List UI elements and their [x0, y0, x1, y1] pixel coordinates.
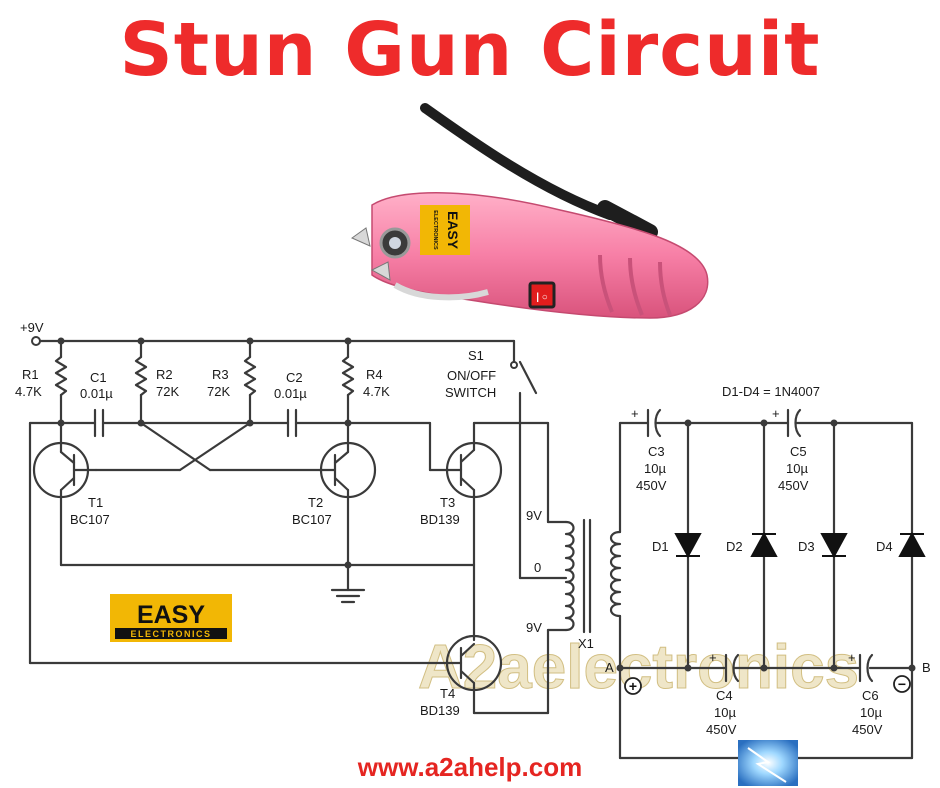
label-c2-name: C2 — [286, 370, 303, 385]
label-r2-value: 72K — [156, 384, 179, 399]
label-t4-name: T4 — [440, 686, 455, 701]
label-r2-name: R2 — [156, 367, 173, 382]
label-c2-value: 0.01µ — [274, 386, 307, 401]
label-c6-voltage: 450V — [852, 722, 883, 737]
device-logo-line1: EASY — [445, 211, 461, 250]
label-d1: D1 — [652, 539, 669, 554]
label-t1-part: BC107 — [70, 512, 110, 527]
polarity-plus: + — [629, 678, 637, 694]
stun-gun-illustration: EASY ELECTRONICS | ○ — [350, 103, 709, 319]
svg-text:| ○: | ○ — [536, 292, 548, 303]
label-d3: D3 — [798, 539, 815, 554]
label-tap-mid: 0 — [534, 560, 541, 575]
label-x1: X1 — [578, 636, 594, 651]
diode-d2 — [750, 531, 778, 557]
label-c3-name: C3 — [648, 444, 665, 459]
label-s1-line2: SWITCH — [445, 385, 496, 400]
junction-dots — [57, 337, 916, 672]
label-t4-part: BD139 — [420, 703, 460, 718]
switch-pivot — [510, 361, 518, 369]
label-r3-value: 72K — [207, 384, 230, 399]
label-c5-voltage: 450V — [778, 478, 809, 493]
label-plus-c6: + — [848, 650, 856, 665]
diode-d3 — [820, 533, 848, 559]
label-t3-name: T3 — [440, 495, 455, 510]
circuit-wires — [28, 339, 914, 760]
label-supply: +9V — [20, 320, 44, 335]
label-c6-name: C6 — [862, 688, 879, 703]
logo-line1: EASY — [137, 601, 205, 629]
label-plus-c5: + — [772, 406, 780, 421]
label-c5-name: C5 — [790, 444, 807, 459]
label-t2-part: BC107 — [292, 512, 332, 527]
device-logo-line2: ELECTRONICS — [432, 210, 438, 250]
device-power-switch — [528, 281, 556, 309]
label-t1-name: T1 — [88, 495, 103, 510]
label-c4-voltage: 450V — [706, 722, 737, 737]
label-c6-value: 10µ — [860, 705, 882, 720]
device-logo: EASY ELECTRONICS — [420, 205, 470, 255]
label-r4-value: 4.7K — [363, 384, 390, 399]
logo-line2: ELECTRONICS — [130, 629, 211, 639]
supply-terminal — [31, 336, 41, 346]
easy-electronics-logo: EASY ELECTRONICS — [110, 594, 232, 642]
polarity-minus: − — [898, 676, 906, 692]
label-c5-value: 10µ — [786, 461, 808, 476]
label-c1-name: C1 — [90, 370, 107, 385]
electrode-bottom — [370, 261, 391, 281]
label-plus-c4: + — [709, 650, 717, 665]
label-tap-top: 9V — [526, 508, 542, 523]
label-c4-name: C4 — [716, 688, 733, 703]
label-t3-part: BD139 — [420, 512, 460, 527]
label-s1-name: S1 — [468, 348, 484, 363]
label-r4-name: R4 — [366, 367, 383, 382]
label-c1-value: 0.01µ — [80, 386, 113, 401]
label-node-b: B — [922, 660, 931, 675]
diode-d1 — [674, 533, 702, 559]
electrode-top — [350, 227, 371, 247]
label-plus-c3: + — [631, 406, 639, 421]
diodes — [674, 531, 926, 559]
label-diode-note: D1-D4 = 1N4007 — [722, 384, 820, 399]
label-r3-name: R3 — [212, 367, 229, 382]
label-c4-value: 10µ — [714, 705, 736, 720]
label-d4: D4 — [876, 539, 893, 554]
page-title: Stun Gun Circuit — [119, 7, 821, 93]
label-tap-bottom: 9V — [526, 620, 542, 635]
spark-icon — [738, 740, 798, 786]
wrist-strap — [420, 103, 615, 220]
label-t2-name: T2 — [308, 495, 323, 510]
label-r1-name: R1 — [22, 367, 39, 382]
label-r1-value: 4.7K — [15, 384, 42, 399]
diode-d4 — [898, 531, 926, 557]
label-node-a: A — [605, 660, 614, 675]
label-s1-line1: ON/OFF — [447, 368, 496, 383]
label-d2: D2 — [726, 539, 743, 554]
label-c3-value: 10µ — [644, 461, 666, 476]
footer-url[interactable]: www.a2ahelp.com — [357, 752, 583, 782]
label-c3-voltage: 450V — [636, 478, 667, 493]
